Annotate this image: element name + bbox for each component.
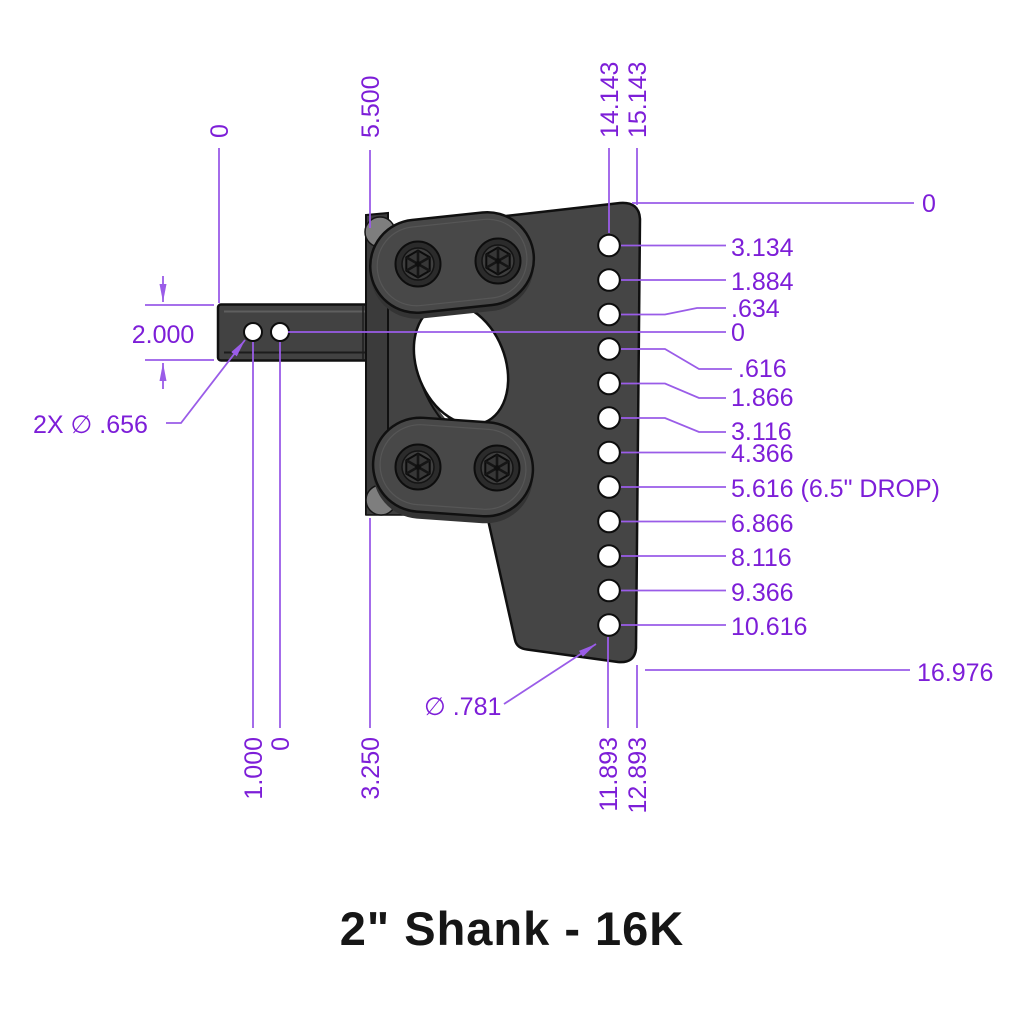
ordinate-label-right: 16.976 [917,659,993,687]
ordinate-label-bottom: 12.893 [624,737,652,813]
ordinate-label-bottom: 1.000 [240,737,268,800]
ordinate-label-right: 0 [922,190,936,218]
ordinate-label-bottom: 3.250 [357,737,385,800]
hole-dim-label: 0 [731,319,745,347]
ordinate-label-top: 0 [206,124,234,138]
ordinate-label-bottom: 0 [267,737,295,751]
hole-dim-label: 9.366 [731,579,794,607]
drop-plate [467,201,642,664]
hole-dim-label: 5.616 (6.5" DROP) [731,475,940,503]
shank-pin-holes [243,322,290,342]
hole-dim-label: 4.366 [731,440,794,468]
ordinate-label-top: 14.143 [596,62,624,138]
ordinate-label-bottom: 11.893 [595,737,623,812]
hole-dim-label: 1.884 [731,268,794,296]
ordinate-label-top: 5.500 [357,75,385,138]
height-dimension [145,276,214,389]
page-title: 2" Shank - 16K [340,902,685,955]
shank-height-label: 2.000 [132,321,195,349]
dimension-lines [145,148,914,728]
hole-dim-label: 6.866 [731,510,794,538]
hole-dim-label: 3.116 [731,418,792,446]
hole-dim-label: .616 [738,355,787,383]
shank-hole-callout: 2X ∅ .656 [33,411,148,439]
hole-dim-label: 3.134 [731,234,794,262]
adjustment-holes [597,233,621,637]
hole-dim-label: .634 [731,295,780,323]
hole-dim-label: 1.866 [731,384,794,412]
plate-hole-leader [503,643,597,705]
plate-hole-callout: ∅ .781 [424,693,501,721]
hole-dim-label: 8.116 [731,544,792,572]
ordinate-label-top: 15.143 [624,62,652,138]
hitch-part [216,201,642,664]
shank-hole-leader [166,339,246,424]
hole-dim-label: 10.616 [731,613,807,641]
dimension-labels: 0 5.500 14.143 15.143 1.000 0 3.250 11.8… [33,62,993,814]
